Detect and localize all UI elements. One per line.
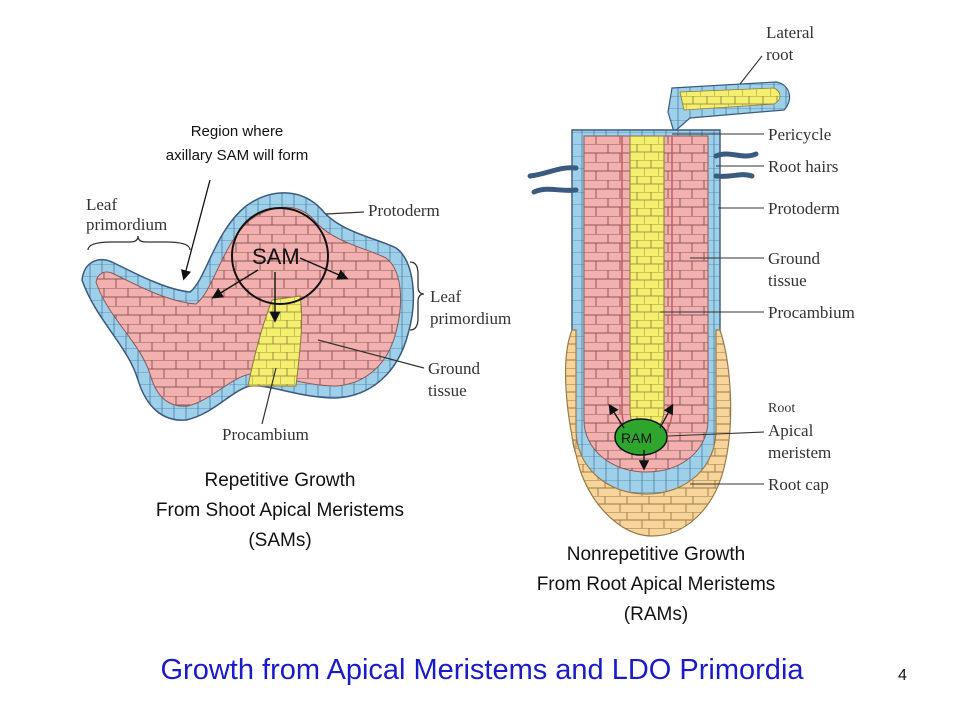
ram-label: RAM [621, 430, 652, 446]
shoot-procambium [247, 295, 303, 387]
ram-label-line2: Apical [768, 421, 814, 440]
leaf-primordium-left-brace [87, 235, 191, 251]
root-hair-3 [713, 151, 759, 159]
lateral-root-line1: Lateral [766, 23, 814, 42]
lateral-root-line2: root [766, 45, 794, 64]
ground-leader-shoot [317, 339, 425, 369]
ram-arrow-right [659, 403, 674, 429]
sam-arrow-right [299, 257, 349, 280]
protoderm-label-shoot: Protoderm [368, 201, 440, 220]
slide-title: Growth from Apical Meristems and LDO Pri… [160, 654, 804, 686]
region-note-line2: axillary SAM will form [166, 147, 309, 164]
ram-arrow-left [608, 403, 625, 429]
procambium-leader-shoot [261, 367, 277, 425]
root-caption-line2: From Root Apical Meristems [537, 574, 776, 595]
ram-label-line3: meristem [768, 443, 831, 462]
page-number: 4 [898, 667, 907, 684]
region-pointer-arrow [180, 179, 211, 281]
sam-circle [231, 207, 329, 305]
ram-leader [667, 431, 765, 437]
lateral-root-core [679, 87, 781, 111]
shoot-caption-line3: (SAMs) [248, 530, 311, 551]
shoot-ground-tissue [95, 206, 402, 407]
shoot-caption-line1: Repetitive Growth [204, 470, 355, 491]
leaf-primordium-left-line2: primordium [86, 215, 167, 234]
sam-arrow-left [211, 269, 259, 299]
root-procambium [629, 135, 665, 433]
ram-label-line1: Root [768, 401, 795, 416]
root-cap [564, 329, 732, 537]
shoot-caption-line2: From Shoot Apical Meristems [156, 500, 404, 521]
protoderm-leader-shoot [325, 211, 365, 215]
ram-ellipse [614, 418, 668, 456]
ground-tissue-label-root-2: tissue [768, 271, 807, 290]
root-caption-line1: Nonrepetitive Growth [567, 544, 745, 565]
leaf-primordium-right-line1: Leaf [430, 287, 461, 306]
root-cap-label: Root cap [768, 475, 829, 494]
leaf-primordium-right-brace [409, 261, 425, 331]
lateral-root-leader [739, 55, 763, 85]
ground-tissue-label-shoot-1: Ground [428, 359, 480, 378]
sam-label: SAM [252, 244, 300, 269]
region-note-line1: Region where [191, 123, 284, 140]
protoderm-label-root: Protoderm [768, 199, 840, 218]
leaf-primordium-left-line1: Leaf [86, 195, 117, 214]
root-tip: RAM [527, 55, 791, 537]
root-hairs-label: Root hairs [768, 157, 838, 176]
procambium-label-root: Procambium [768, 303, 855, 322]
procambium-label-shoot: Procambium [222, 425, 309, 444]
ground-tissue-label-root-1: Ground [768, 249, 820, 268]
shoot-apex: SAM [81, 179, 425, 425]
root-hair-4 [713, 172, 755, 179]
root-caption-line3: (RAMs) [624, 604, 688, 625]
leaf-primordium-right-line2: primordium [430, 309, 511, 328]
pericycle-label: Pericycle [768, 125, 831, 144]
root-hair-1 [527, 165, 579, 179]
root-hair-2 [531, 186, 579, 195]
ground-tissue-label-shoot-2: tissue [428, 381, 467, 400]
